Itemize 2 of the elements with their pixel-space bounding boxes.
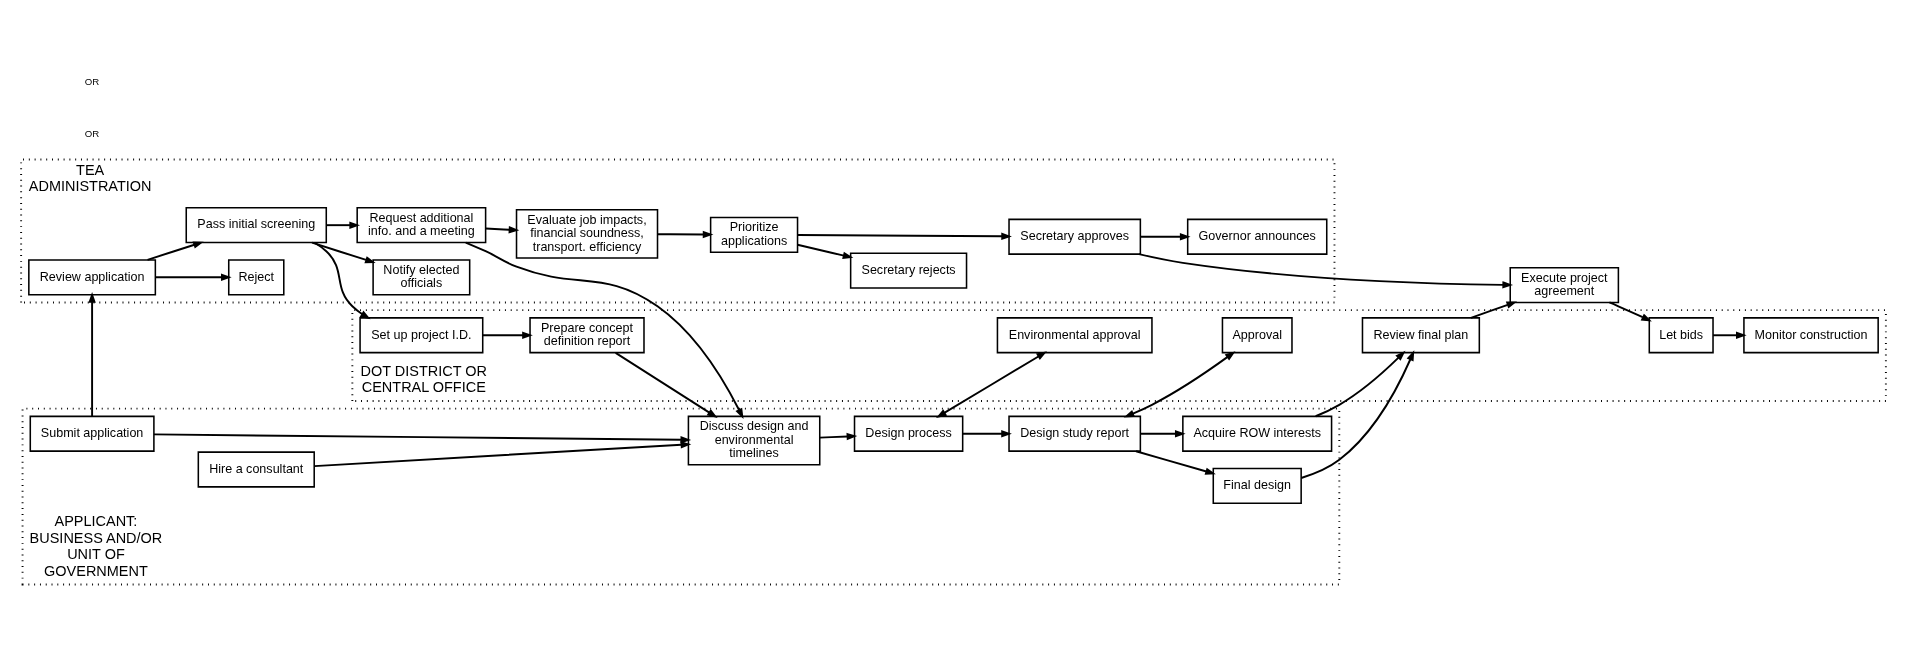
label: OR — [84, 127, 100, 139]
label: OR — [84, 75, 100, 87]
